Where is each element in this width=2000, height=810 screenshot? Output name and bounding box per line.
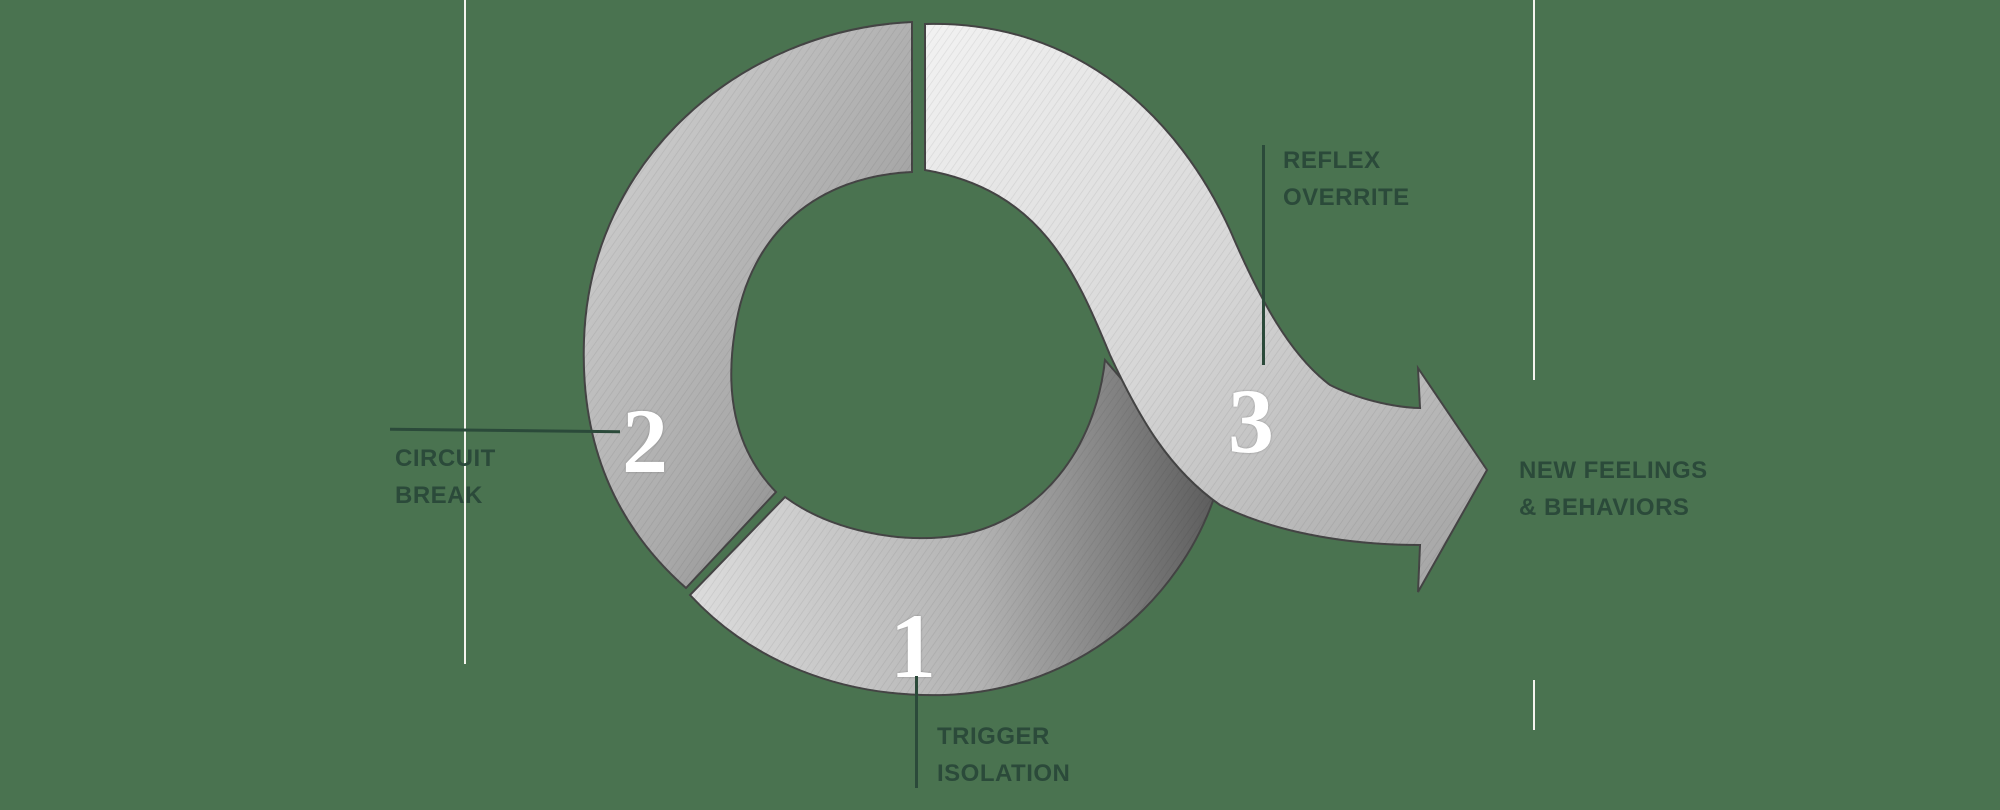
label-outcome-line1: NEW FEELINGS [1519, 457, 1708, 484]
arrow-segment-3 [924, 22, 1489, 593]
guide-line-left [464, 0, 466, 664]
label-circuit-break: CIRCUIT BREAK [395, 440, 496, 514]
label-trigger-isolation-line2: ISOLATION [937, 760, 1071, 787]
step-number-1: 1 [890, 595, 936, 697]
guide-line-right-upper [1533, 0, 1535, 380]
leader-line-trigger-isolation [915, 676, 918, 788]
leader-line-reflex-overrite [1262, 145, 1265, 365]
arrow-segment-2 [582, 20, 913, 590]
arrow-segment-1 [688, 357, 1217, 697]
label-trigger-isolation-line1: TRIGGER [937, 723, 1050, 750]
label-reflex-overrite-line1: REFLEX [1283, 147, 1381, 174]
label-outcome-line2: & BEHAVIORS [1519, 494, 1690, 521]
label-circuit-break-line2: BREAK [395, 482, 483, 509]
label-trigger-isolation: TRIGGER ISOLATION [937, 718, 1070, 792]
guide-line-right-lower [1533, 680, 1535, 730]
step-number-2: 2 [622, 390, 668, 492]
label-reflex-overrite: REFLEX OVERRITE [1283, 142, 1410, 216]
label-new-feelings-behaviors: NEW FEELINGS & BEHAVIORS [1519, 452, 1708, 526]
label-circuit-break-line1: CIRCUIT [395, 445, 496, 472]
label-reflex-overrite-line2: OVERRITE [1283, 184, 1410, 211]
step-number-3: 3 [1228, 370, 1274, 472]
